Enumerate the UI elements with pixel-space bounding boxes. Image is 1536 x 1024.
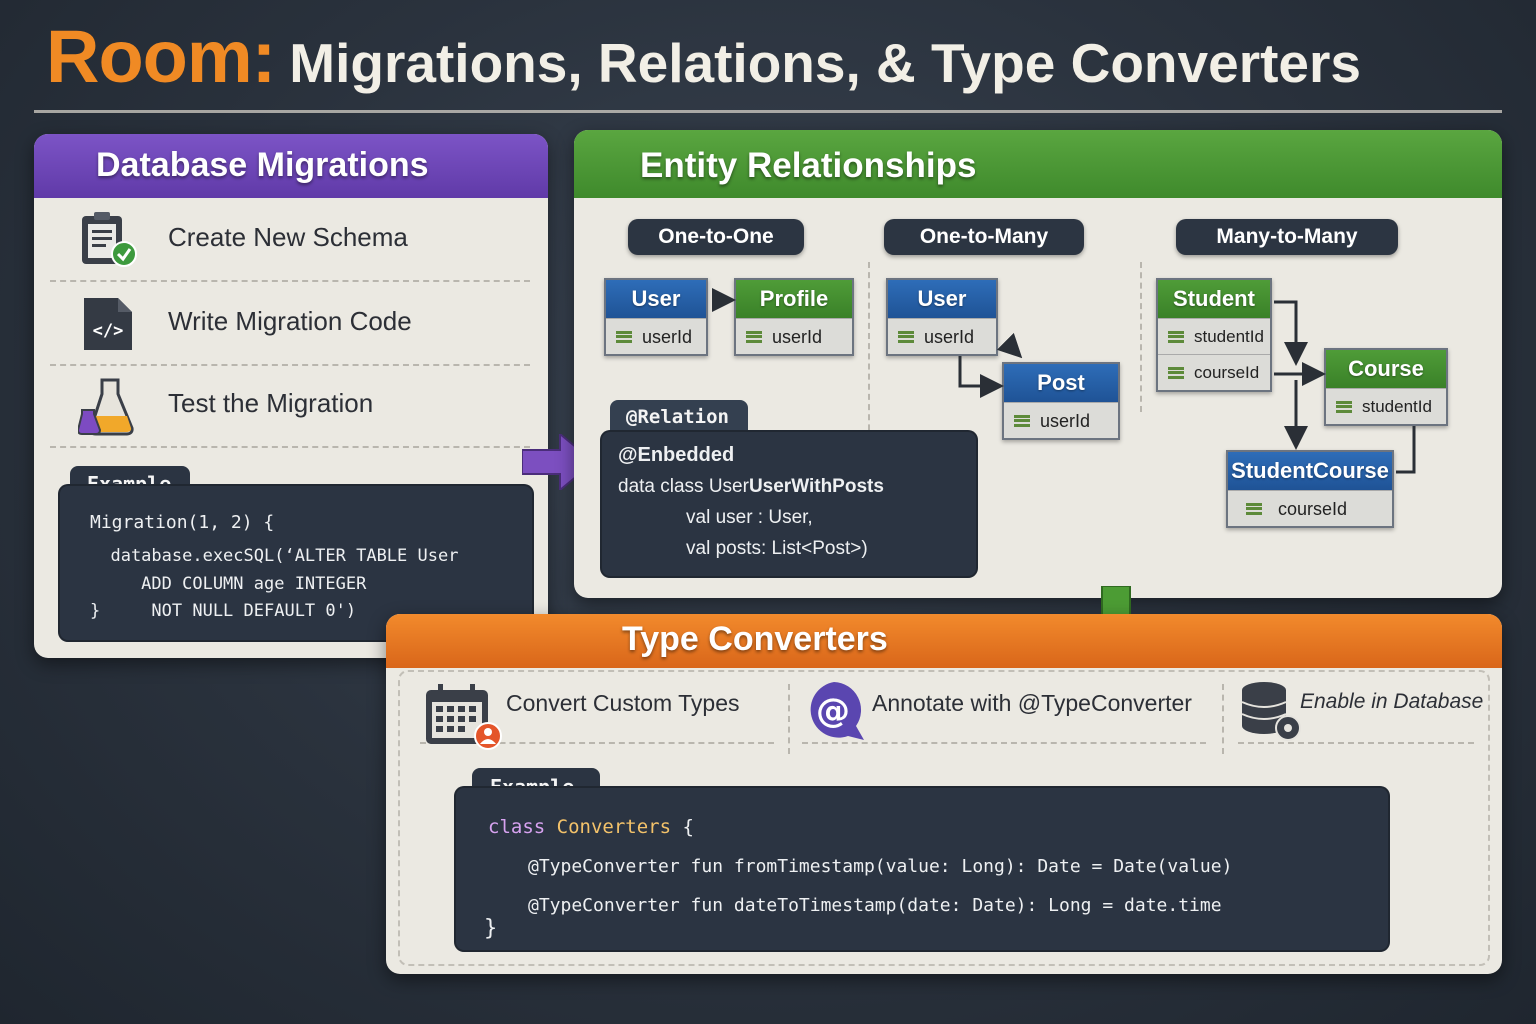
entity-student: Student studentId courseId: [1156, 278, 1272, 392]
converters-frame: [398, 670, 1490, 966]
entity-name: User: [606, 280, 706, 318]
entity-studentcourse: StudentCourse courseId: [1226, 450, 1394, 528]
entity-name: User: [888, 280, 996, 318]
code-token: data class User: [618, 476, 749, 497]
entity-user: User userId: [886, 278, 998, 356]
field-label: courseId: [1194, 363, 1260, 382]
converters-header: Type Converters: [386, 614, 1502, 668]
entity-field: studentId: [1158, 318, 1270, 354]
step-label: Enable in Database: [1300, 690, 1484, 713]
step-enable-db: Enable in Database: [1238, 676, 1483, 744]
code-line: } NOT NULL DEFAULT 0'): [90, 601, 357, 621]
code-line: ADD COLUMN age INTEGER: [90, 574, 367, 594]
calendar-icon: [426, 684, 502, 750]
entity-profile: Profile userId: [734, 278, 854, 356]
entity-name: Post: [1004, 364, 1118, 402]
divider: [788, 684, 790, 754]
entity-field: courseId: [1228, 490, 1392, 526]
step-label: Test the Migration: [168, 388, 374, 418]
step-write-code: </> Write Migration Code: [50, 284, 530, 366]
code-line: val posts: List<Post>): [686, 538, 868, 559]
entity-name: Profile: [736, 280, 852, 318]
step-label: Create New Schema: [168, 222, 408, 252]
at-icon: @: [810, 682, 864, 740]
step-create-schema: Create New Schema: [50, 200, 530, 282]
code-icon: </>: [84, 298, 132, 350]
field-icon: [1336, 401, 1352, 413]
step-convert-types: Convert Custom Types: [420, 676, 774, 750]
field-icon: [746, 331, 762, 343]
relation-tab: @Relation: [610, 400, 748, 434]
title-divider: [34, 110, 1502, 113]
code-line: @TypeConverter fun dateToTimestamp(date:…: [528, 895, 1222, 916]
title-room: Room:: [46, 15, 276, 98]
field-label: userId: [924, 327, 975, 347]
divider: [1140, 262, 1142, 412]
schema-check-icon: [82, 212, 137, 267]
field-icon: [1168, 331, 1184, 343]
code-token: Converters: [556, 816, 672, 838]
step-label: Write Migration Code: [168, 306, 412, 336]
field-label: studentId: [1362, 397, 1432, 416]
migrations-header: Database Migrations: [34, 134, 548, 198]
entity-name: StudentCourse: [1228, 452, 1392, 490]
code-line: val user : User,: [686, 507, 813, 528]
entity-user: User userId: [604, 278, 708, 356]
entity-field: userId: [606, 318, 706, 354]
code-line: database.execSQL(‘ALTER TABLE User: [90, 546, 459, 566]
many-to-many-label: Many-to-Many: [1176, 219, 1398, 255]
entity-course: Course studentId: [1324, 348, 1448, 426]
database-gear-icon: [1241, 682, 1301, 741]
field-label: studentId: [1194, 327, 1264, 346]
code-line: @Enbedded: [618, 444, 735, 466]
flask-icon: [78, 378, 134, 436]
step-label: Convert Custom Types: [506, 690, 740, 716]
migrations-panel: Database Migrations Create New Schema </…: [34, 134, 548, 658]
divider: [1222, 684, 1224, 754]
entity-name: Course: [1326, 350, 1446, 388]
code-line: class Converters {: [488, 816, 694, 838]
entity-field: userId: [1004, 402, 1118, 438]
relations-panel: Entity Relationships One-to-One One-to-M…: [574, 130, 1502, 598]
one-to-many-label: One-to-Many: [884, 219, 1084, 255]
code-line: }: [484, 916, 498, 941]
field-icon: [616, 331, 632, 343]
field-icon: [1168, 367, 1184, 379]
field-label: userId: [1040, 411, 1091, 431]
relationship-connectors: [712, 288, 1416, 474]
code-token: class: [488, 816, 546, 838]
title-rest: Migrations, Relations, & Type Converters: [289, 32, 1361, 94]
code-line: data class UserUserWithPosts: [618, 476, 884, 498]
step-label: Annotate with @TypeConverter: [872, 690, 1192, 716]
code-token: {: [682, 816, 694, 838]
page-title: Room:Migrations, Relations, & Type Conve…: [46, 14, 1361, 104]
svg-text:</>: </>: [93, 321, 124, 341]
field-icon: [898, 331, 914, 343]
one-to-one-label: One-to-One: [628, 219, 804, 255]
entity-field: studentId: [1326, 388, 1446, 424]
entity-field: userId: [736, 318, 852, 354]
converters-code-block: class Converters { @TypeConverter fun fr…: [454, 786, 1390, 952]
relation-code-block: @Enbedded data class UserUserWithPosts v…: [600, 430, 978, 578]
field-icon: [1014, 415, 1030, 427]
svg-text:@: @: [816, 691, 850, 731]
field-label: userId: [772, 327, 823, 347]
entity-field: courseId: [1158, 354, 1270, 390]
step-annotate: @ Annotate with @TypeConverter: [802, 676, 1206, 744]
field-icon: [1246, 503, 1262, 515]
code-line: @TypeConverter fun fromTimestamp(value: …: [528, 856, 1233, 877]
code-token: UserWithPosts: [748, 476, 884, 497]
entity-field: userId: [888, 318, 996, 354]
field-label: courseId: [1278, 499, 1348, 519]
field-label: userId: [642, 327, 693, 347]
relations-header: Entity Relationships: [574, 130, 1502, 198]
code-line: Migration(1, 2) {: [90, 512, 275, 533]
divider: [868, 262, 870, 542]
step-test-migration: Test the Migration: [50, 366, 530, 448]
entity-post: Post userId: [1002, 362, 1120, 440]
entity-name: Student: [1158, 280, 1270, 318]
